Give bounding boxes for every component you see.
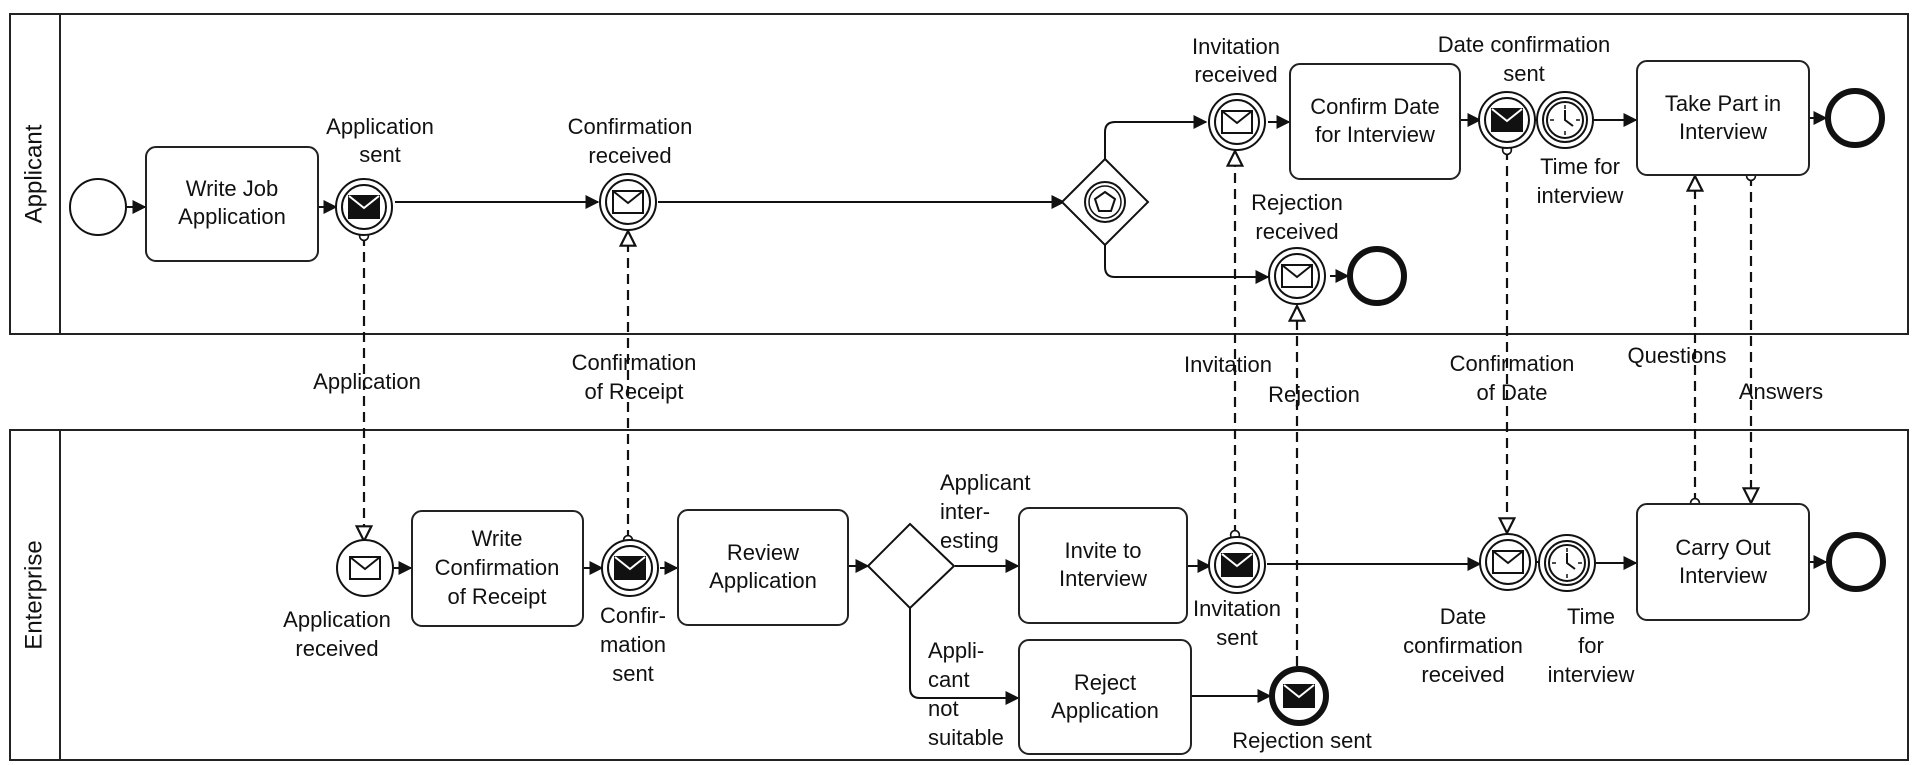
envelope-filled-icon — [1221, 553, 1253, 577]
event-rejection-received[interactable] — [1268, 247, 1326, 305]
pool-label-enterprise: Enterprise — [20, 540, 47, 649]
pool-applicant: Applicant — [9, 13, 1909, 335]
envelope-icon — [1221, 110, 1253, 134]
event-confirmation-sent[interactable] — [601, 539, 659, 597]
pool-label-applicant: Applicant — [20, 124, 47, 223]
envelope-filled-icon — [348, 195, 380, 219]
label-message-answers: Answers — [1739, 379, 1823, 404]
event-invitation-received[interactable] — [1208, 93, 1266, 151]
envelope-icon — [1492, 550, 1524, 574]
label-message-application: Application — [313, 369, 421, 394]
envelope-filled-icon — [614, 556, 646, 580]
clock-icon — [1546, 101, 1584, 139]
label-message-questions: Questions — [1627, 343, 1726, 368]
sequence-flows-applicant — [127, 111, 1828, 284]
label-message-invitation: Invitation — [1184, 352, 1272, 377]
pentagon-icon — [1093, 190, 1117, 212]
event-rejection-sent[interactable] — [1269, 666, 1329, 726]
exclusive-gateway[interactable] — [866, 522, 956, 610]
event-date-confirmation-received[interactable] — [1479, 533, 1537, 591]
pool-enterprise: Enterprise — [9, 429, 1909, 761]
envelope-icon — [612, 190, 644, 214]
clock-icon — [1548, 544, 1586, 582]
event-application-received[interactable] — [336, 539, 394, 597]
envelope-filled-icon — [1283, 684, 1315, 708]
end-event-applicant-main[interactable] — [1825, 88, 1885, 148]
event-date-confirmation-sent[interactable] — [1478, 91, 1536, 149]
start-event-applicant[interactable] — [69, 178, 127, 236]
label-message-rejection: Rejection — [1268, 382, 1360, 407]
event-application-sent[interactable] — [335, 178, 393, 236]
event-confirmation-received[interactable] — [599, 173, 657, 231]
end-event-enterprise[interactable] — [1826, 532, 1886, 592]
envelope-icon — [349, 556, 381, 580]
envelope-filled-icon — [1491, 108, 1523, 132]
message-flows — [364, 150, 1751, 666]
event-time-for-interview-applicant[interactable] — [1536, 91, 1594, 149]
event-based-gateway[interactable] — [1060, 157, 1150, 247]
event-time-for-interview-enterprise[interactable] — [1538, 534, 1596, 592]
envelope-icon — [1281, 264, 1313, 288]
event-invitation-sent[interactable] — [1208, 536, 1266, 594]
sequence-flows-enterprise — [394, 555, 1828, 705]
end-event-applicant-rejected[interactable] — [1347, 246, 1407, 306]
label-rejection-sent: Rejection sent — [1232, 728, 1371, 753]
